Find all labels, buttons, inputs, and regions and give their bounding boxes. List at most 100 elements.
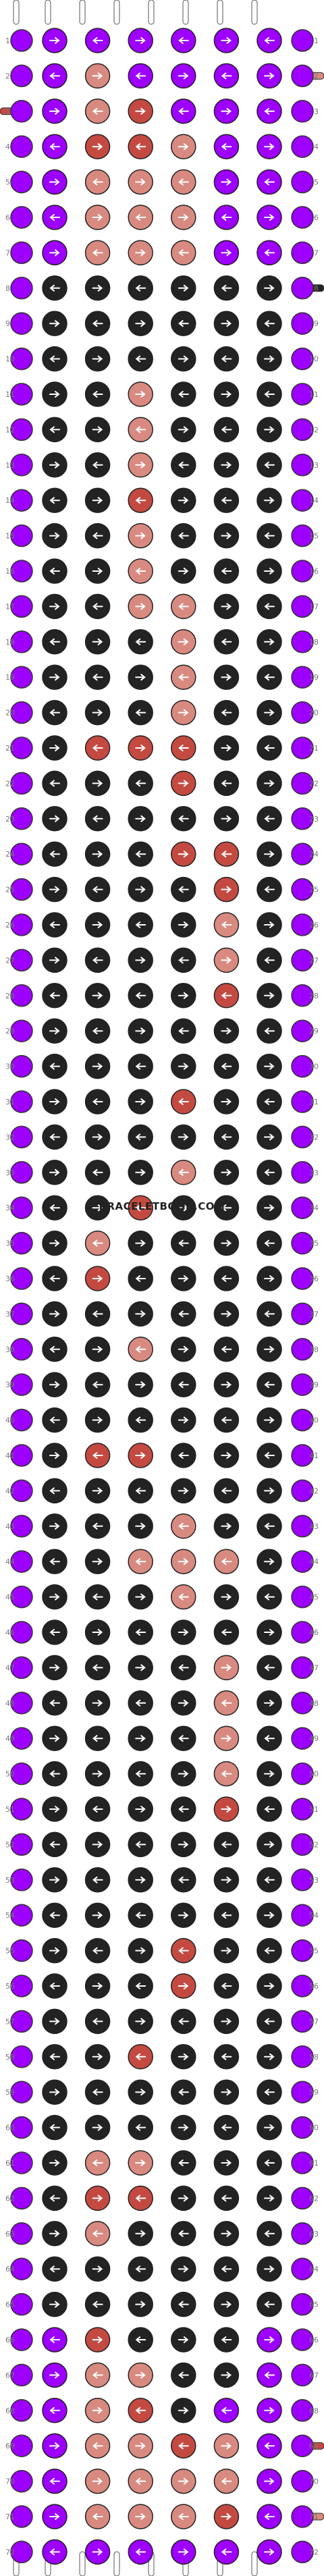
knot-arrow-icon [264, 2124, 275, 2131]
knot-arrow-icon [135, 2053, 146, 2060]
knot-arrow-icon [178, 2018, 189, 2025]
row-label-right: 72 [309, 2548, 319, 2556]
edge-knot-left [10, 277, 33, 300]
knot-arrow-icon [92, 391, 103, 398]
edge-knot-left [10, 2540, 33, 2564]
row-label-right: 3 [314, 107, 319, 116]
knot-arrow-icon [221, 745, 232, 751]
row-label-left: 8 [5, 284, 10, 293]
knot-arrow-icon [49, 2018, 60, 2025]
edge-knot-left [10, 1798, 33, 1821]
edge-knot-left [10, 418, 33, 441]
row-label-right: 56 [309, 1982, 319, 1991]
knot-arrow-icon [135, 638, 146, 645]
edge-knot-right [291, 2045, 314, 2068]
knot-arrow-icon [92, 1487, 103, 1495]
knot-arrow-icon [49, 568, 60, 574]
knot-arrow-icon [178, 1452, 189, 1459]
knot-arrow-icon [49, 1558, 60, 1565]
edge-knot-right [291, 984, 314, 1007]
knot-arrow-icon [135, 1416, 146, 1424]
knot-arrow-icon [135, 249, 146, 257]
row-label-left: 7 [5, 248, 10, 257]
knot-arrow-icon [135, 1806, 146, 1813]
row-label-right: 9 [314, 319, 319, 328]
knot-arrow-icon [135, 1699, 146, 1707]
row-label-right: 58 [309, 2053, 319, 2062]
knot-arrow-icon [221, 1912, 232, 1919]
knot-arrow-icon [135, 320, 146, 327]
knot-arrow-icon [135, 1133, 146, 1141]
knot-arrow-icon [264, 957, 275, 964]
edge-knot-left [10, 1302, 33, 1326]
knot-arrow-icon [49, 709, 60, 716]
edge-knot-left [10, 100, 33, 123]
edge-knot-right [291, 2328, 314, 2351]
knot-arrow-icon [92, 992, 103, 999]
edge-knot-left [10, 1762, 33, 1786]
knot-arrow-icon [135, 1310, 146, 1318]
knot-arrow-icon [135, 426, 146, 433]
knot-arrow-icon [49, 532, 60, 539]
row-label-left: 9 [5, 319, 10, 328]
knot-arrow-icon [264, 178, 275, 186]
knot-arrow-icon [49, 2124, 60, 2131]
edge-knot-left [10, 454, 33, 477]
string-start [217, 0, 223, 25]
knot-arrow-icon [221, 143, 232, 151]
knot-arrow-icon [221, 320, 232, 327]
edge-knot-left [10, 1161, 33, 1184]
edge-knot-left [10, 1692, 33, 1715]
knot-arrow-icon [264, 355, 275, 363]
knot-arrow-icon [178, 1699, 189, 1707]
knot-arrow-icon [92, 2159, 103, 2166]
knot-arrow-icon [49, 1983, 60, 1989]
edge-knot-right [291, 2292, 314, 2316]
knot-arrow-icon [92, 1098, 103, 1105]
edge-knot-right [291, 701, 314, 724]
edge-knot-right [291, 2010, 314, 2033]
knot-arrow-icon [92, 2442, 103, 2450]
edge-knot-left [10, 1550, 33, 1573]
edge-knot-right [291, 1904, 314, 1927]
knot-arrow-icon [178, 214, 189, 221]
knot-arrow-icon [135, 1275, 146, 1282]
edge-knot-left [10, 206, 33, 229]
knot-arrow-icon [264, 1169, 275, 1176]
knot-arrow-icon [221, 1735, 232, 1742]
knot-arrow-icon [92, 1416, 103, 1424]
row-label-left: 67 [5, 2371, 15, 2380]
knot-arrow-icon [264, 815, 275, 822]
knot-arrow-icon [178, 2548, 189, 2556]
knot-arrow-icon [49, 1664, 60, 1671]
edge-knot-right [291, 1267, 314, 1290]
edge-knot-left [10, 666, 33, 689]
knot-arrow-icon [221, 709, 232, 716]
row-label-left: 45 [5, 1593, 15, 1602]
knot-arrow-icon [49, 178, 60, 186]
knot-arrow-icon [49, 603, 60, 610]
row-label-left: 50 [5, 1770, 15, 1779]
knot-arrow-icon [49, 426, 60, 433]
knot-arrow-icon [135, 2513, 146, 2520]
knot-arrow-icon [178, 72, 189, 80]
row-label-left: 47 [5, 1663, 15, 1672]
knot-arrow-icon [92, 497, 103, 504]
knot-arrow-icon [264, 1452, 275, 1459]
edge-knot-right [291, 1090, 314, 1113]
row-label-left: 32 [5, 1133, 15, 1142]
knot-arrow-icon [221, 1239, 232, 1247]
row-label-right: 2 [314, 72, 319, 80]
row-label-right: 63 [309, 2230, 319, 2238]
row-label-right: 71 [309, 2513, 319, 2521]
knot-arrow-icon [178, 2371, 189, 2379]
knot-arrow-icon [92, 1381, 103, 1389]
row-label-right: 27 [309, 956, 319, 965]
knot-arrow-icon [264, 143, 275, 151]
edge-knot-right [291, 2505, 314, 2528]
row-label-left: 14 [5, 496, 15, 505]
edge-knot-left [10, 2434, 33, 2457]
knot-arrow-icon [221, 2230, 232, 2237]
knot-arrow-icon [221, 2124, 232, 2131]
